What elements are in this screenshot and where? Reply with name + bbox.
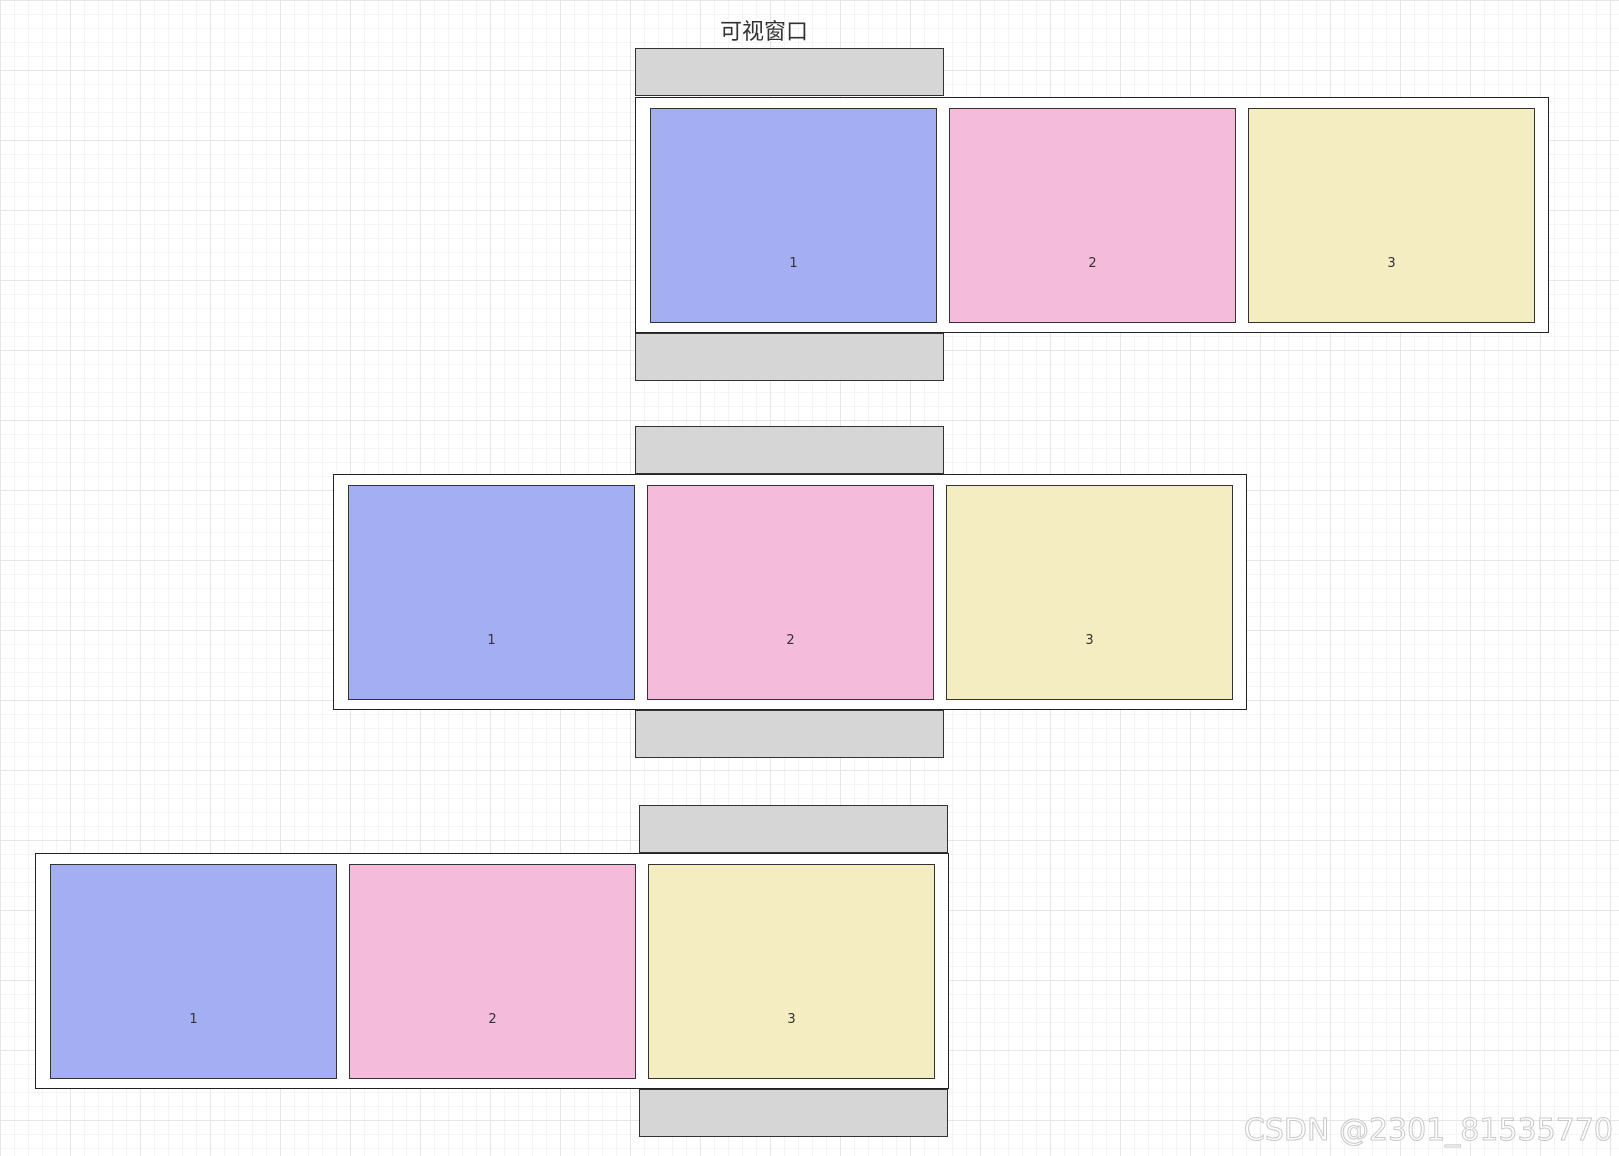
viewport-bottom-bar: [639, 1089, 948, 1137]
slide-panel-3: 3: [1248, 108, 1535, 323]
viewport-bottom-bar: [635, 333, 944, 381]
slide-label-3: 3: [1085, 633, 1094, 648]
slide-label-1: 1: [189, 1012, 198, 1027]
slide-panel-2: 2: [647, 485, 934, 700]
viewport-top-bar: [635, 426, 944, 474]
slide-label-3: 3: [1387, 256, 1396, 271]
slide-panel-2: 2: [949, 108, 1236, 323]
slide-label-2: 2: [1088, 256, 1097, 271]
slide-panel-1: 1: [348, 485, 635, 700]
viewport-top-bar: [635, 48, 944, 96]
viewport-title: 可视窗口: [720, 20, 809, 45]
carousel-strip: 1 2 3: [333, 474, 1247, 710]
carousel-strip: 1 2 3: [35, 853, 949, 1089]
carousel-strip: 1 2 3: [635, 97, 1549, 333]
slide-panel-3: 3: [648, 864, 935, 1079]
slide-label-3: 3: [787, 1012, 796, 1027]
viewport-bottom-bar: [635, 710, 944, 758]
slide-label-1: 1: [487, 633, 496, 648]
viewport-top-bar: [639, 805, 948, 853]
slide-label-2: 2: [786, 633, 795, 648]
slide-label-1: 1: [789, 256, 798, 271]
csdn-watermark: CSDN @2301_81535770: [1243, 1113, 1613, 1149]
slide-panel-3: 3: [946, 485, 1233, 700]
slide-panel-1: 1: [50, 864, 337, 1079]
slide-panel-1: 1: [650, 108, 937, 323]
slide-panel-2: 2: [349, 864, 636, 1079]
slide-label-2: 2: [488, 1012, 497, 1027]
